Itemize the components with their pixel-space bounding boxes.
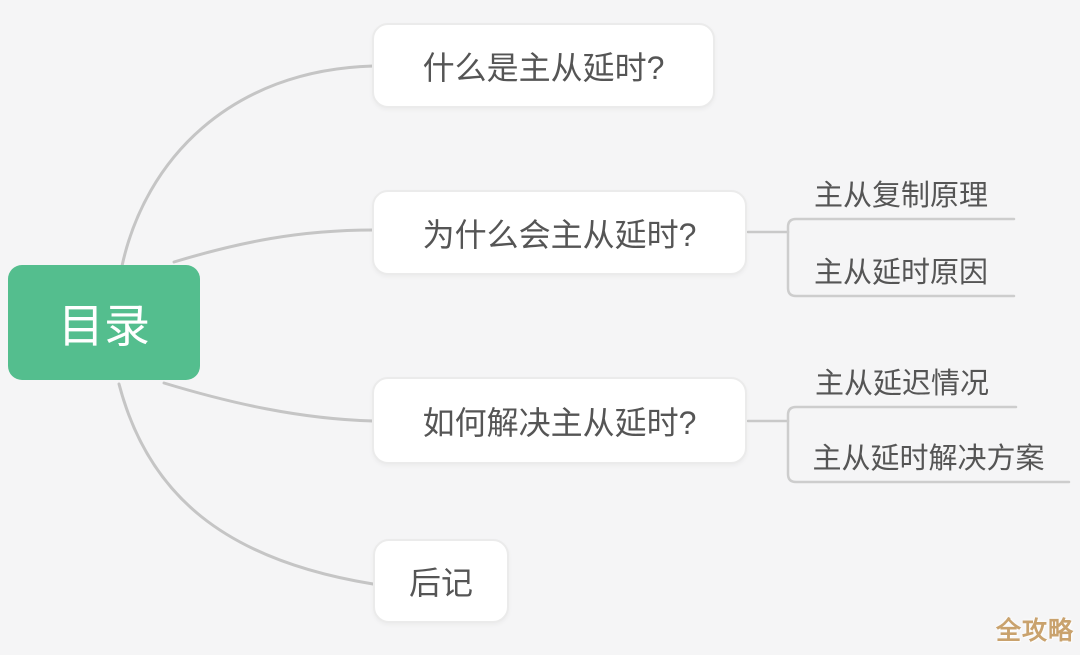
branch-node-label: 为什么会主从延时? — [422, 216, 697, 253]
watermark-text: 全攻略 — [995, 617, 1074, 645]
root-node-label: 目录 — [58, 299, 150, 352]
connector-branch-2-children-bracket — [786, 405, 1071, 484]
branch-node-what-is-delay[interactable]: 什么是主从延时? — [372, 23, 715, 108]
branch-node-label: 后记 — [408, 565, 473, 601]
branch-node-how-to-solve[interactable]: 如何解决主从延时? — [372, 377, 747, 464]
root-node[interactable]: 目录 — [8, 265, 200, 380]
branch-node-label: 什么是主从延时? — [422, 49, 665, 86]
connector-root-to-branch-2 — [162, 381, 375, 423]
connector-root-to-branch-0 — [120, 64, 375, 268]
child-node-replication-principle[interactable]: 主从复制原理 — [813, 180, 988, 212]
branch-node-postscript[interactable]: 后记 — [373, 539, 509, 623]
child-node-delay-solutions[interactable]: 主从延时解决方案 — [812, 443, 1045, 475]
branch-node-label: 如何解决主从延时? — [422, 404, 697, 441]
connector-root-to-branch-3 — [117, 382, 375, 586]
connector-branch-1-children-bracket — [786, 217, 1016, 298]
connector-root-to-branch-1 — [172, 228, 375, 264]
branch-node-why-delay[interactable]: 为什么会主从延时? — [372, 190, 747, 275]
child-node-delay-situations[interactable]: 主从延迟情况 — [814, 368, 989, 400]
child-node-delay-causes[interactable]: 主从延时原因 — [813, 257, 988, 289]
